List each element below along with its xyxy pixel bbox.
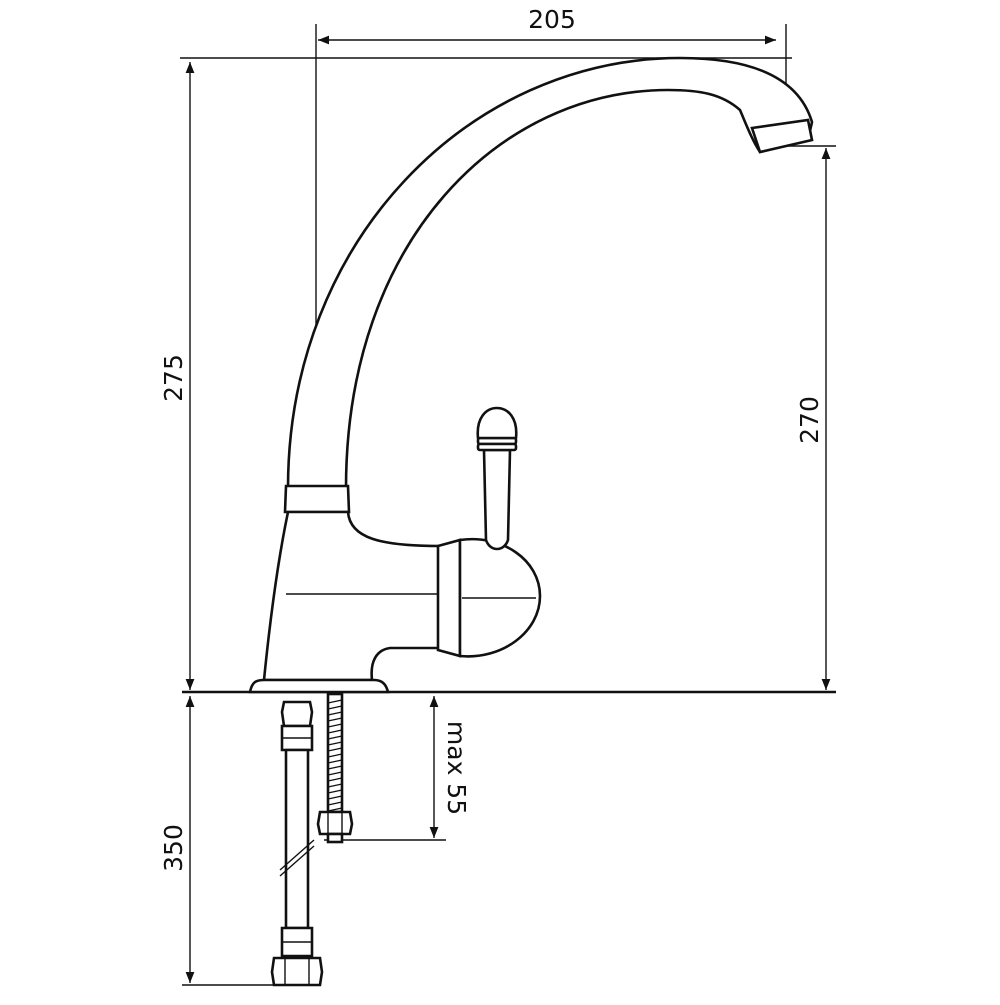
lever-handle bbox=[482, 448, 512, 551]
lever-ring-2 bbox=[476, 442, 518, 452]
stud-thread-line bbox=[327, 735, 343, 740]
stud-nut bbox=[316, 810, 354, 836]
label-spout-reach: 205 bbox=[528, 5, 576, 34]
stud-thread-line bbox=[327, 705, 343, 710]
stud-thread-line bbox=[327, 765, 343, 770]
label-overall-height: 275 bbox=[159, 354, 188, 402]
stud-thread-line bbox=[327, 759, 343, 764]
spout-aerator bbox=[750, 118, 814, 154]
hose-break-mark-2 bbox=[279, 845, 315, 877]
stud-thread-line bbox=[327, 807, 343, 812]
label-spout-height: 270 bbox=[795, 396, 824, 444]
faucet-body bbox=[262, 510, 442, 682]
stud-thread-line bbox=[327, 723, 343, 728]
stud-thread-line bbox=[327, 783, 343, 788]
stud-thread-line bbox=[327, 777, 343, 782]
stud-thread-line bbox=[327, 747, 343, 752]
stud-thread-line bbox=[327, 789, 343, 794]
spout-collar bbox=[283, 484, 351, 514]
stud-thread-line bbox=[327, 801, 343, 806]
hose-tube bbox=[284, 748, 310, 930]
hose-break-mark-1 bbox=[279, 839, 315, 871]
stud-thread-line bbox=[327, 771, 343, 776]
mounting-stud bbox=[326, 692, 344, 814]
cartridge-housing bbox=[436, 538, 462, 658]
stud-thread-line bbox=[327, 729, 343, 734]
stud-thread-line bbox=[327, 795, 343, 800]
hose-top-nut bbox=[280, 700, 314, 728]
stud-end bbox=[326, 832, 344, 844]
stud-thread-line bbox=[327, 699, 343, 704]
base-plate bbox=[248, 678, 390, 694]
label-hose-length: 350 bbox=[159, 824, 188, 872]
stud-thread-line bbox=[327, 753, 343, 758]
label-max-thickness: max 55 bbox=[442, 721, 471, 815]
stud-thread-line bbox=[327, 717, 343, 722]
faucet-spout bbox=[286, 56, 814, 490]
stud-thread-line bbox=[327, 741, 343, 746]
stud-threads bbox=[327, 699, 343, 812]
stud-thread-line bbox=[327, 711, 343, 716]
lever-knob bbox=[476, 406, 518, 440]
hose-bottom-nut bbox=[270, 956, 324, 987]
